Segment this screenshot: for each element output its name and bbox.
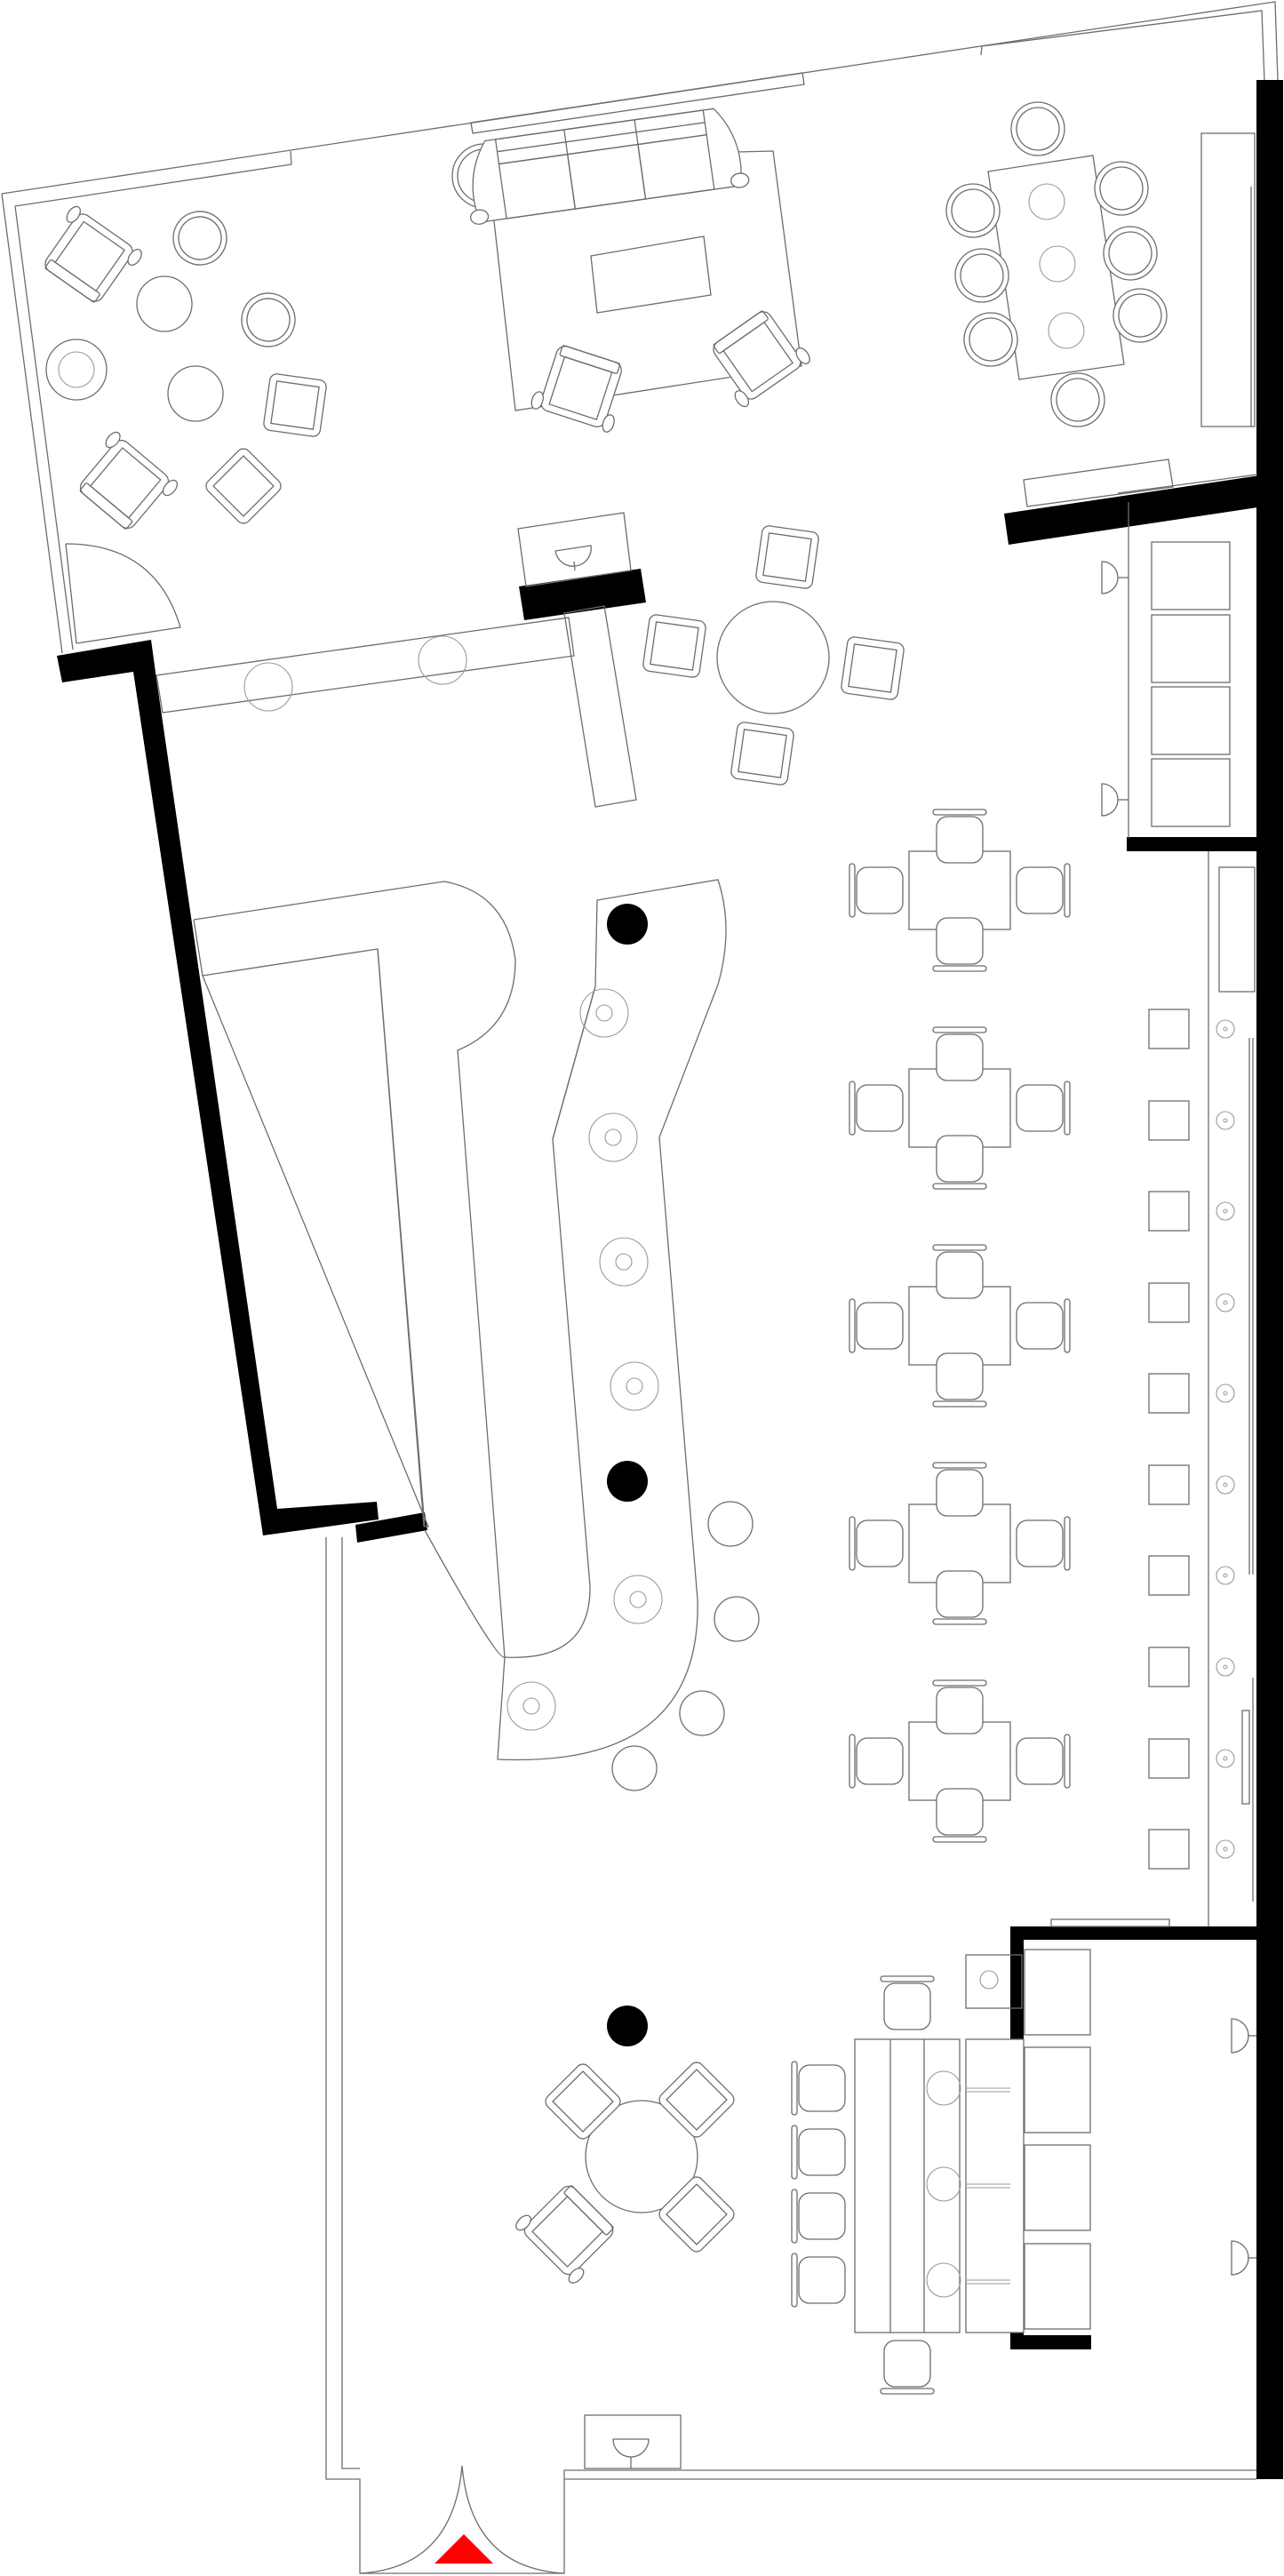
- dining-table-8: [942, 98, 1171, 431]
- bar-stool: [613, 1575, 663, 1624]
- left-lounge: [34, 203, 328, 644]
- bar-stool: [610, 1361, 659, 1411]
- dining-chair: [791, 2061, 846, 2116]
- main-bar-top: [497, 879, 727, 1761]
- square-chair: [730, 721, 795, 786]
- walls: [57, 80, 1283, 2479]
- bar-side-stool: [611, 1745, 658, 1791]
- wall-lower-partition: [1010, 1926, 1260, 2349]
- center-lounge: [451, 108, 813, 435]
- four-top-tables: [849, 809, 1070, 1842]
- square-chair: [262, 372, 328, 438]
- column: [607, 1461, 648, 1502]
- entrance-door-right: [461, 2465, 565, 2574]
- lower-lounge: [513, 2059, 738, 2286]
- wall-left-stub: [355, 1512, 427, 1543]
- right-exterior-wall: [1256, 80, 1283, 2479]
- entrance-area: [325, 1537, 1256, 2574]
- lower-storage: [1024, 1949, 1256, 2330]
- dining-table: [987, 155, 1125, 380]
- wall-upper-right: [1004, 475, 1264, 545]
- coffee-table: [590, 235, 712, 314]
- communal-table: [791, 1954, 1025, 2395]
- round-table: [716, 601, 830, 714]
- armchair: [702, 302, 813, 410]
- square-chair: [754, 524, 820, 590]
- side-table-round: [167, 365, 224, 422]
- storage-room: [1101, 502, 1231, 838]
- back-counter: [193, 881, 516, 1658]
- column: [607, 2006, 648, 2046]
- wall-sconce: [1101, 783, 1119, 817]
- square-chair: [642, 613, 707, 679]
- round-table: [45, 339, 108, 401]
- armchair: [529, 340, 634, 435]
- four-top-table: [849, 1463, 1070, 1624]
- four-top-table: [849, 1680, 1070, 1842]
- bar-side-stool: [679, 1690, 725, 1736]
- square-chair: [203, 445, 284, 527]
- back-bar: [156, 512, 637, 808]
- bar-side-stool: [714, 1596, 760, 1642]
- dining-chair: [791, 2189, 846, 2244]
- column: [607, 904, 648, 945]
- dining-chair: [791, 2125, 846, 2180]
- four-top-table: [849, 1027, 1070, 1189]
- sofa: [469, 108, 750, 225]
- bar-stool: [506, 1681, 556, 1731]
- wall-sconce: [1231, 2240, 1249, 2276]
- dining-chair: [880, 2340, 935, 2395]
- square-chair: [840, 635, 905, 701]
- bar-counter: [193, 879, 760, 1791]
- wall-left-diagonal: [57, 640, 379, 1535]
- round-chair: [168, 206, 232, 270]
- armchair: [34, 203, 145, 311]
- wall-banquette: [1050, 851, 1256, 1927]
- wall-sconce: [1231, 2018, 1249, 2054]
- bar-side-stool: [707, 1501, 754, 1547]
- wall-sconce: [1101, 561, 1119, 594]
- bar-stool: [599, 1237, 649, 1287]
- round-table-4: [642, 524, 905, 786]
- four-top-table: [849, 1245, 1070, 1407]
- dining-chair: [791, 2253, 846, 2308]
- bar-stool: [588, 1113, 638, 1162]
- round-chair: [235, 286, 302, 354]
- dining-chair: [1007, 98, 1069, 160]
- door-swing: [65, 543, 181, 644]
- entrance-door-left: [359, 2465, 463, 2574]
- right-cabinet-top: [1200, 132, 1256, 427]
- dining-chair: [1047, 369, 1109, 431]
- red-triangle-entrance-icon: [435, 2534, 493, 2564]
- armchair: [69, 428, 181, 538]
- dining-chair: [880, 1975, 935, 2030]
- building-outline: [1, 1, 1279, 654]
- four-top-table: [849, 809, 1070, 971]
- round-table: [585, 2100, 698, 2213]
- wall-right-partition: [1127, 837, 1260, 851]
- side-table-round: [136, 275, 193, 332]
- host-stand: [584, 2414, 682, 2469]
- shelf-upper: [1023, 459, 1174, 507]
- wall-upper-center: [519, 569, 646, 620]
